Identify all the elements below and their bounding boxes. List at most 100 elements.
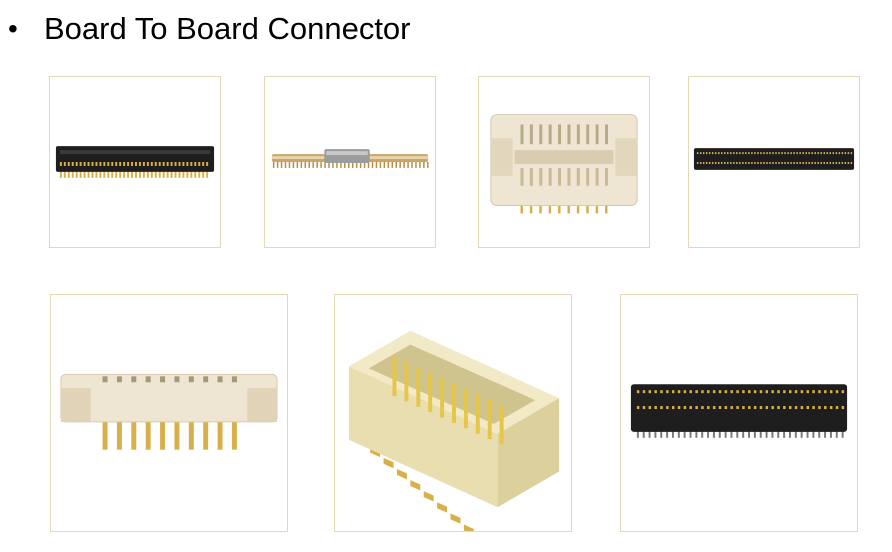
- contact: [829, 406, 833, 410]
- bullet-marker: •: [8, 13, 18, 44]
- contact: [404, 361, 409, 402]
- contact: [806, 406, 810, 410]
- contact: [654, 406, 657, 410]
- contact: [760, 152, 762, 155]
- contact: [67, 162, 70, 166]
- contact: [736, 162, 738, 164]
- pin: [231, 413, 237, 450]
- contact: [107, 162, 110, 166]
- contact: [718, 406, 722, 410]
- slot: [520, 124, 524, 145]
- pin: [59, 169, 62, 178]
- pin: [340, 162, 342, 168]
- pin: [399, 162, 401, 168]
- leg: [595, 201, 599, 214]
- contact: [428, 372, 433, 413]
- contact: [182, 162, 185, 166]
- pin: [188, 413, 194, 450]
- pin: [701, 429, 704, 438]
- pin: [666, 429, 669, 438]
- contact: [748, 162, 750, 164]
- pin: [383, 162, 386, 168]
- pin: [636, 429, 639, 438]
- pin: [150, 169, 153, 178]
- pin: [812, 429, 815, 438]
- contact: [636, 406, 640, 410]
- contact: [777, 406, 780, 410]
- contact: [745, 162, 747, 164]
- contact: [91, 162, 94, 166]
- contact: [793, 162, 795, 164]
- contact: [812, 406, 815, 410]
- contact: [103, 162, 106, 166]
- contact: [742, 152, 744, 155]
- contact: [799, 152, 801, 155]
- pin: [759, 429, 762, 438]
- pin: [835, 429, 838, 438]
- product-card-4: [688, 76, 860, 248]
- contact: [642, 406, 646, 410]
- pin: [391, 162, 393, 168]
- contact: [206, 162, 209, 166]
- contact: [683, 406, 687, 410]
- pin: [312, 162, 314, 168]
- contact: [793, 152, 795, 155]
- pin: [683, 429, 686, 438]
- contact: [127, 162, 130, 166]
- contact: [841, 152, 844, 155]
- contact: [769, 152, 771, 155]
- contact: [783, 390, 786, 394]
- leg: [605, 201, 608, 214]
- contact: [751, 152, 753, 155]
- slide-title: Board To Board Connector: [44, 11, 411, 46]
- pin: [186, 169, 189, 178]
- contact: [683, 390, 687, 394]
- pin: [146, 169, 149, 178]
- leg: [558, 201, 561, 214]
- pin: [154, 169, 157, 178]
- contact: [739, 162, 741, 164]
- contact: [759, 390, 763, 394]
- contact: [99, 162, 102, 166]
- pin: [103, 169, 106, 178]
- contact: [748, 152, 750, 155]
- contact: [712, 390, 716, 394]
- pin: [753, 429, 756, 438]
- slot: [558, 167, 562, 186]
- contact: [765, 406, 769, 410]
- pin: [217, 413, 223, 450]
- product-card-5: [50, 294, 288, 532]
- pin: [83, 169, 86, 178]
- contact: [759, 406, 763, 410]
- contact: [772, 152, 774, 155]
- slot: [605, 167, 608, 186]
- product-card-3: [478, 76, 650, 248]
- contact: [452, 383, 456, 423]
- pin: [379, 162, 382, 168]
- yellow-socket-connector-image: [348, 330, 560, 531]
- contact: [186, 162, 189, 166]
- pin: [280, 162, 283, 168]
- pin: [308, 162, 310, 168]
- contact: [847, 162, 850, 164]
- contact: [739, 152, 741, 155]
- slot: [576, 124, 580, 145]
- foot: [463, 524, 474, 531]
- slot: [539, 124, 543, 145]
- contact: [799, 162, 801, 164]
- contact: [689, 406, 692, 410]
- contact: [829, 162, 832, 164]
- contact: [820, 162, 822, 164]
- pin: [344, 162, 346, 168]
- contact: [808, 152, 810, 155]
- contact: [730, 162, 732, 164]
- leg: [548, 201, 552, 214]
- contact: [777, 390, 780, 394]
- pin: [427, 162, 429, 168]
- contact: [660, 406, 663, 410]
- contact: [702, 162, 705, 164]
- pin: [304, 162, 307, 168]
- contact: [808, 162, 810, 164]
- pin: [99, 169, 102, 178]
- contact: [711, 162, 714, 164]
